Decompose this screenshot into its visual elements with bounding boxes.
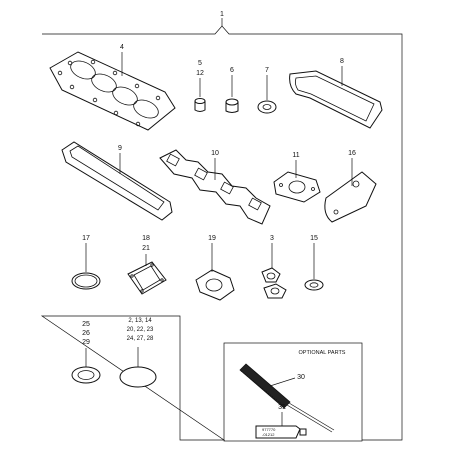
tube-label-line2: -01212 (262, 432, 275, 437)
tube-label-line1: 977770 (262, 427, 276, 432)
callout-9: 9 (118, 145, 122, 152)
kit-frame (40, 25, 403, 441)
callout-8: 8 (340, 58, 344, 65)
callout-30: 30 (297, 374, 305, 381)
optional-parts-title: OPTIONAL PARTS (299, 350, 346, 356)
callout-group-row1: 2, 13, 14 (128, 318, 152, 324)
part-11-flange-gasket (273, 171, 321, 203)
callout-4: 4 (120, 44, 124, 51)
callout-6: 6 (230, 67, 234, 74)
callout-26: 26 (82, 330, 90, 337)
optional-parts-box (223, 342, 363, 442)
part-8-head-cover-gasket (289, 70, 383, 129)
part-5-valve-stem-seal (194, 98, 206, 112)
part-15-washer (304, 279, 324, 291)
part-3-seal-pair (261, 267, 287, 299)
part-6-bushing (225, 98, 239, 113)
callout-21: 21 (142, 245, 150, 252)
callout-31: 31 (278, 404, 286, 411)
callout-25: 25 (82, 321, 90, 328)
part-17-o-ring (71, 272, 101, 290)
part-group-o-ring (119, 366, 157, 388)
callout-17: 17 (82, 235, 90, 242)
callout-16: 16 (348, 150, 356, 157)
callout-3: 3 (270, 235, 274, 242)
callout-29: 29 (82, 339, 90, 346)
callout-10: 10 (211, 150, 219, 157)
callout-1: 1 (220, 11, 224, 18)
part-18-square-gasket (127, 261, 167, 295)
callout-7: 7 (265, 67, 269, 74)
callout-group-row2: 20, 22, 23 (127, 327, 154, 333)
callout-11: 11 (292, 152, 299, 159)
part-16-cover-gasket (324, 171, 377, 223)
callout-12: 12 (196, 70, 204, 77)
part-4-head-gasket (49, 51, 176, 131)
part-31-sealant-tube: 977770 -01212 (255, 425, 307, 439)
callout-15: 15 (310, 235, 318, 242)
part-9-manifold-gasket (61, 141, 173, 221)
callout-5: 5 (198, 60, 202, 67)
callout-19: 19 (208, 235, 216, 242)
part-19-thermostat-gasket (195, 269, 235, 301)
part-25-seal-ring (71, 366, 101, 384)
part-10-exhaust-manifold-gasket (159, 149, 271, 225)
part-30-brush (239, 363, 335, 433)
part-7-oil-seal (257, 100, 277, 114)
callout-18: 18 (142, 235, 150, 242)
callout-group-row3: 24, 27, 28 (127, 336, 154, 342)
